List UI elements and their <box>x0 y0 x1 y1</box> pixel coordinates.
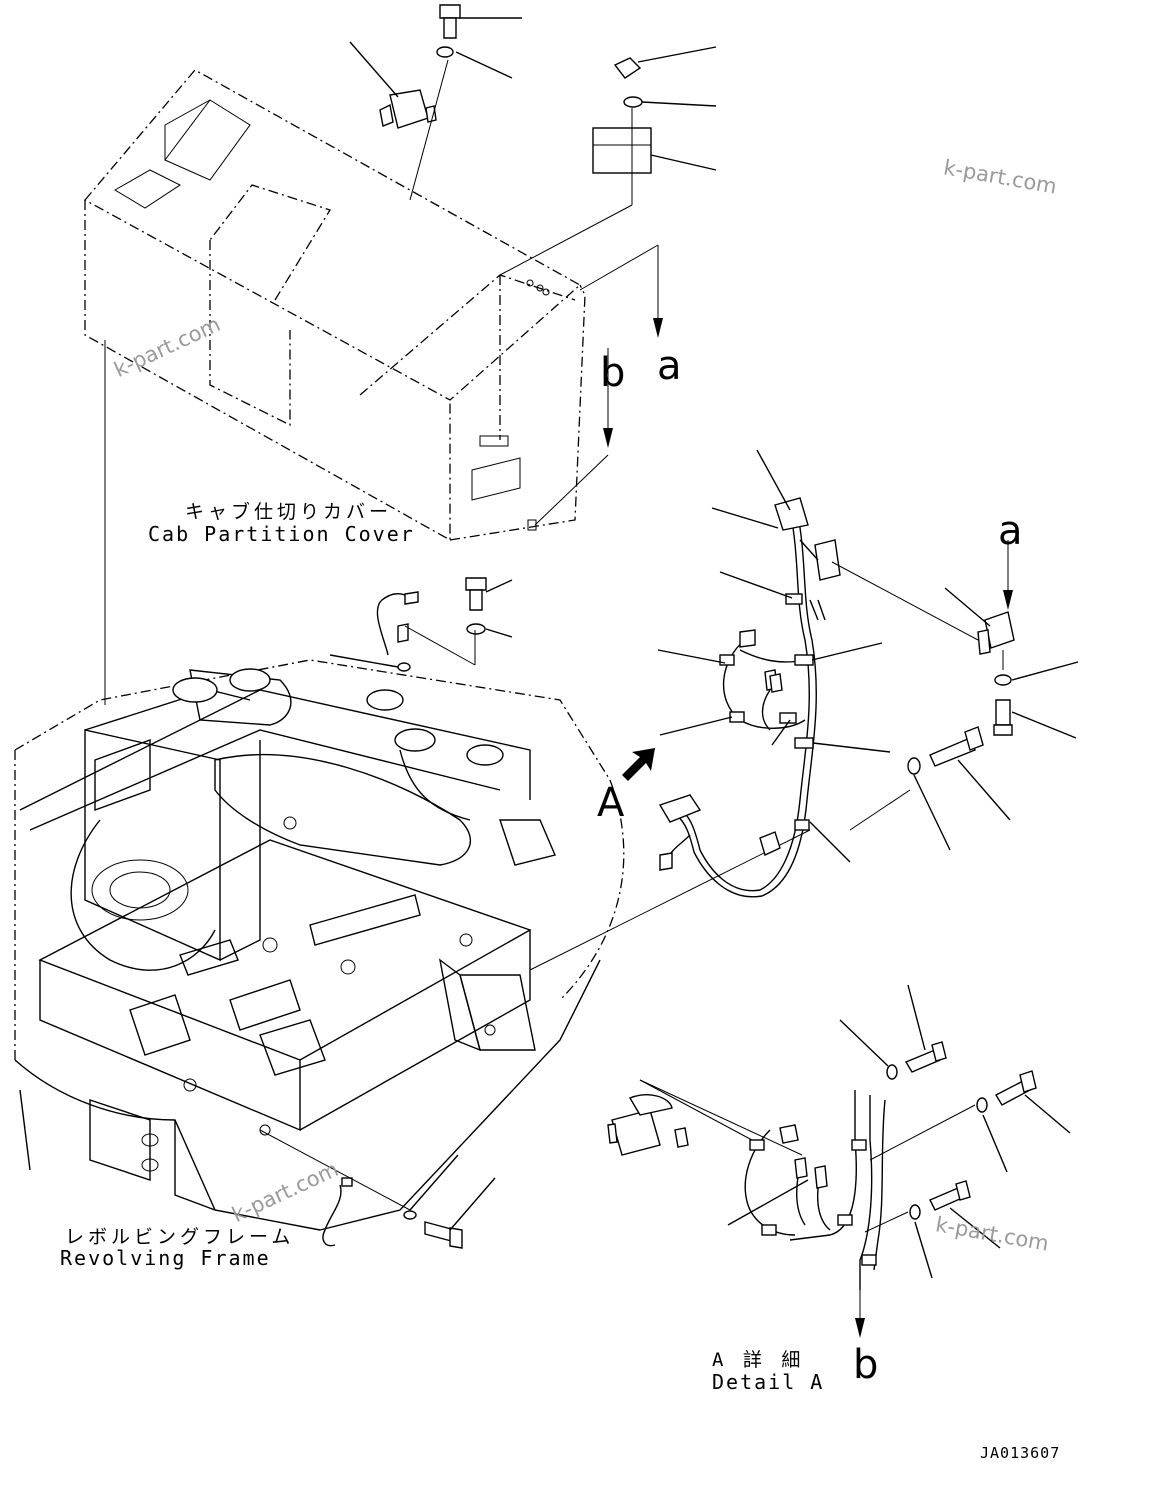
view-a-label: A <box>597 780 625 826</box>
detail-a <box>607 984 1071 1338</box>
ground-cable <box>329 577 513 672</box>
cab-cover-label-en: Cab Partition Cover <box>148 522 415 546</box>
cab-cover-label-jp: キャブ仕切りカバー <box>185 501 393 523</box>
cover-hardware <box>349 4 717 526</box>
cab-partition-cover <box>83 69 586 542</box>
revolving-frame <box>14 340 811 1249</box>
drawing-code: JA013607 <box>980 1444 1061 1462</box>
detail-label-jp: A 詳 細 <box>712 1349 805 1371</box>
frame-label-jp: レボルビングフレーム <box>65 1226 295 1248</box>
view-a-arrow <box>622 748 655 781</box>
detail-label-en: Detail A <box>712 1370 825 1394</box>
ref-a-top: a <box>657 343 682 389</box>
ref-b-bottom: b <box>853 1342 879 1388</box>
bracket-hardware <box>907 540 1079 851</box>
wiring-harness <box>657 449 979 898</box>
frame-label-en: Revolving Frame <box>60 1246 271 1270</box>
ref-b-top: b <box>600 350 626 396</box>
ref-a-right: a <box>998 508 1023 554</box>
